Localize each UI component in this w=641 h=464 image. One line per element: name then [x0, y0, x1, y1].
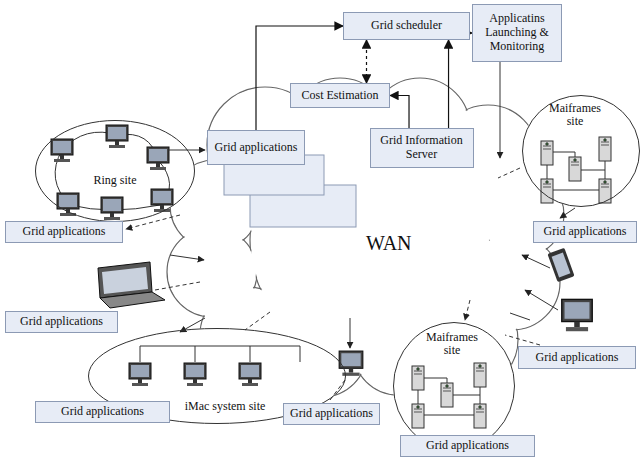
site-ellipse: Maiframes site [393, 322, 515, 450]
box-label: Grid applications [536, 351, 619, 365]
process-box: Grid applications [283, 403, 380, 425]
box-label: Grid applications [23, 225, 106, 239]
site-ellipse: Maiframes site [522, 95, 640, 207]
process-box: Grid applications [400, 435, 535, 457]
imac-bus [129, 346, 300, 386]
site-label: iMac system site [170, 400, 280, 413]
site-label: Ring site [83, 174, 147, 187]
site-ground [35, 95, 640, 450]
network-label: WAN [366, 232, 412, 255]
box-label: Grid scheduler [371, 19, 442, 33]
box-label: Cost Estimation [301, 89, 378, 103]
process-box: Grid applications [5, 311, 118, 333]
site-label: Maiframes site [421, 331, 483, 357]
mainframe-cluster [412, 363, 486, 428]
process-box: Grid applications [35, 401, 170, 423]
box-label: Applicatins Launching & Monitoring [478, 12, 556, 53]
process-box: Applicatins Launching & Monitoring [472, 4, 562, 62]
process-box: Grid applications [5, 221, 123, 243]
box-label: Grid applications [20, 315, 103, 329]
wan-link [126, 62, 575, 400]
box-label: Grid applications [426, 439, 509, 453]
box-label: Grid applications [215, 141, 298, 155]
site-label: Maiframes site [544, 102, 606, 128]
laptop [98, 262, 165, 308]
ring-network [51, 125, 173, 220]
desktop [339, 351, 363, 376]
process-box: Grid scheduler [343, 12, 470, 40]
monitor [562, 299, 592, 331]
process-box: Grid applications [207, 130, 305, 165]
box-label: Grid applications [290, 407, 373, 421]
box-label: Grid applications [61, 405, 144, 419]
mainframe-cluster [541, 137, 611, 203]
connector-arrow [448, 40, 449, 128]
process-box: Grid applications [518, 346, 636, 369]
box-label: Grid applications [544, 225, 627, 239]
connector-arrow [366, 40, 367, 83]
process-box: Cost Estimation [290, 83, 390, 108]
connector-arrow [256, 26, 343, 130]
tablet [547, 248, 574, 282]
connector-arrow [390, 96, 409, 129]
site-ellipse: Ring site [35, 120, 195, 222]
site-outline [35, 120, 195, 222]
process-box: Grid Information Server [370, 128, 474, 168]
box-label: Grid Information Server [376, 134, 468, 162]
process-box: Grid applications [533, 221, 637, 243]
